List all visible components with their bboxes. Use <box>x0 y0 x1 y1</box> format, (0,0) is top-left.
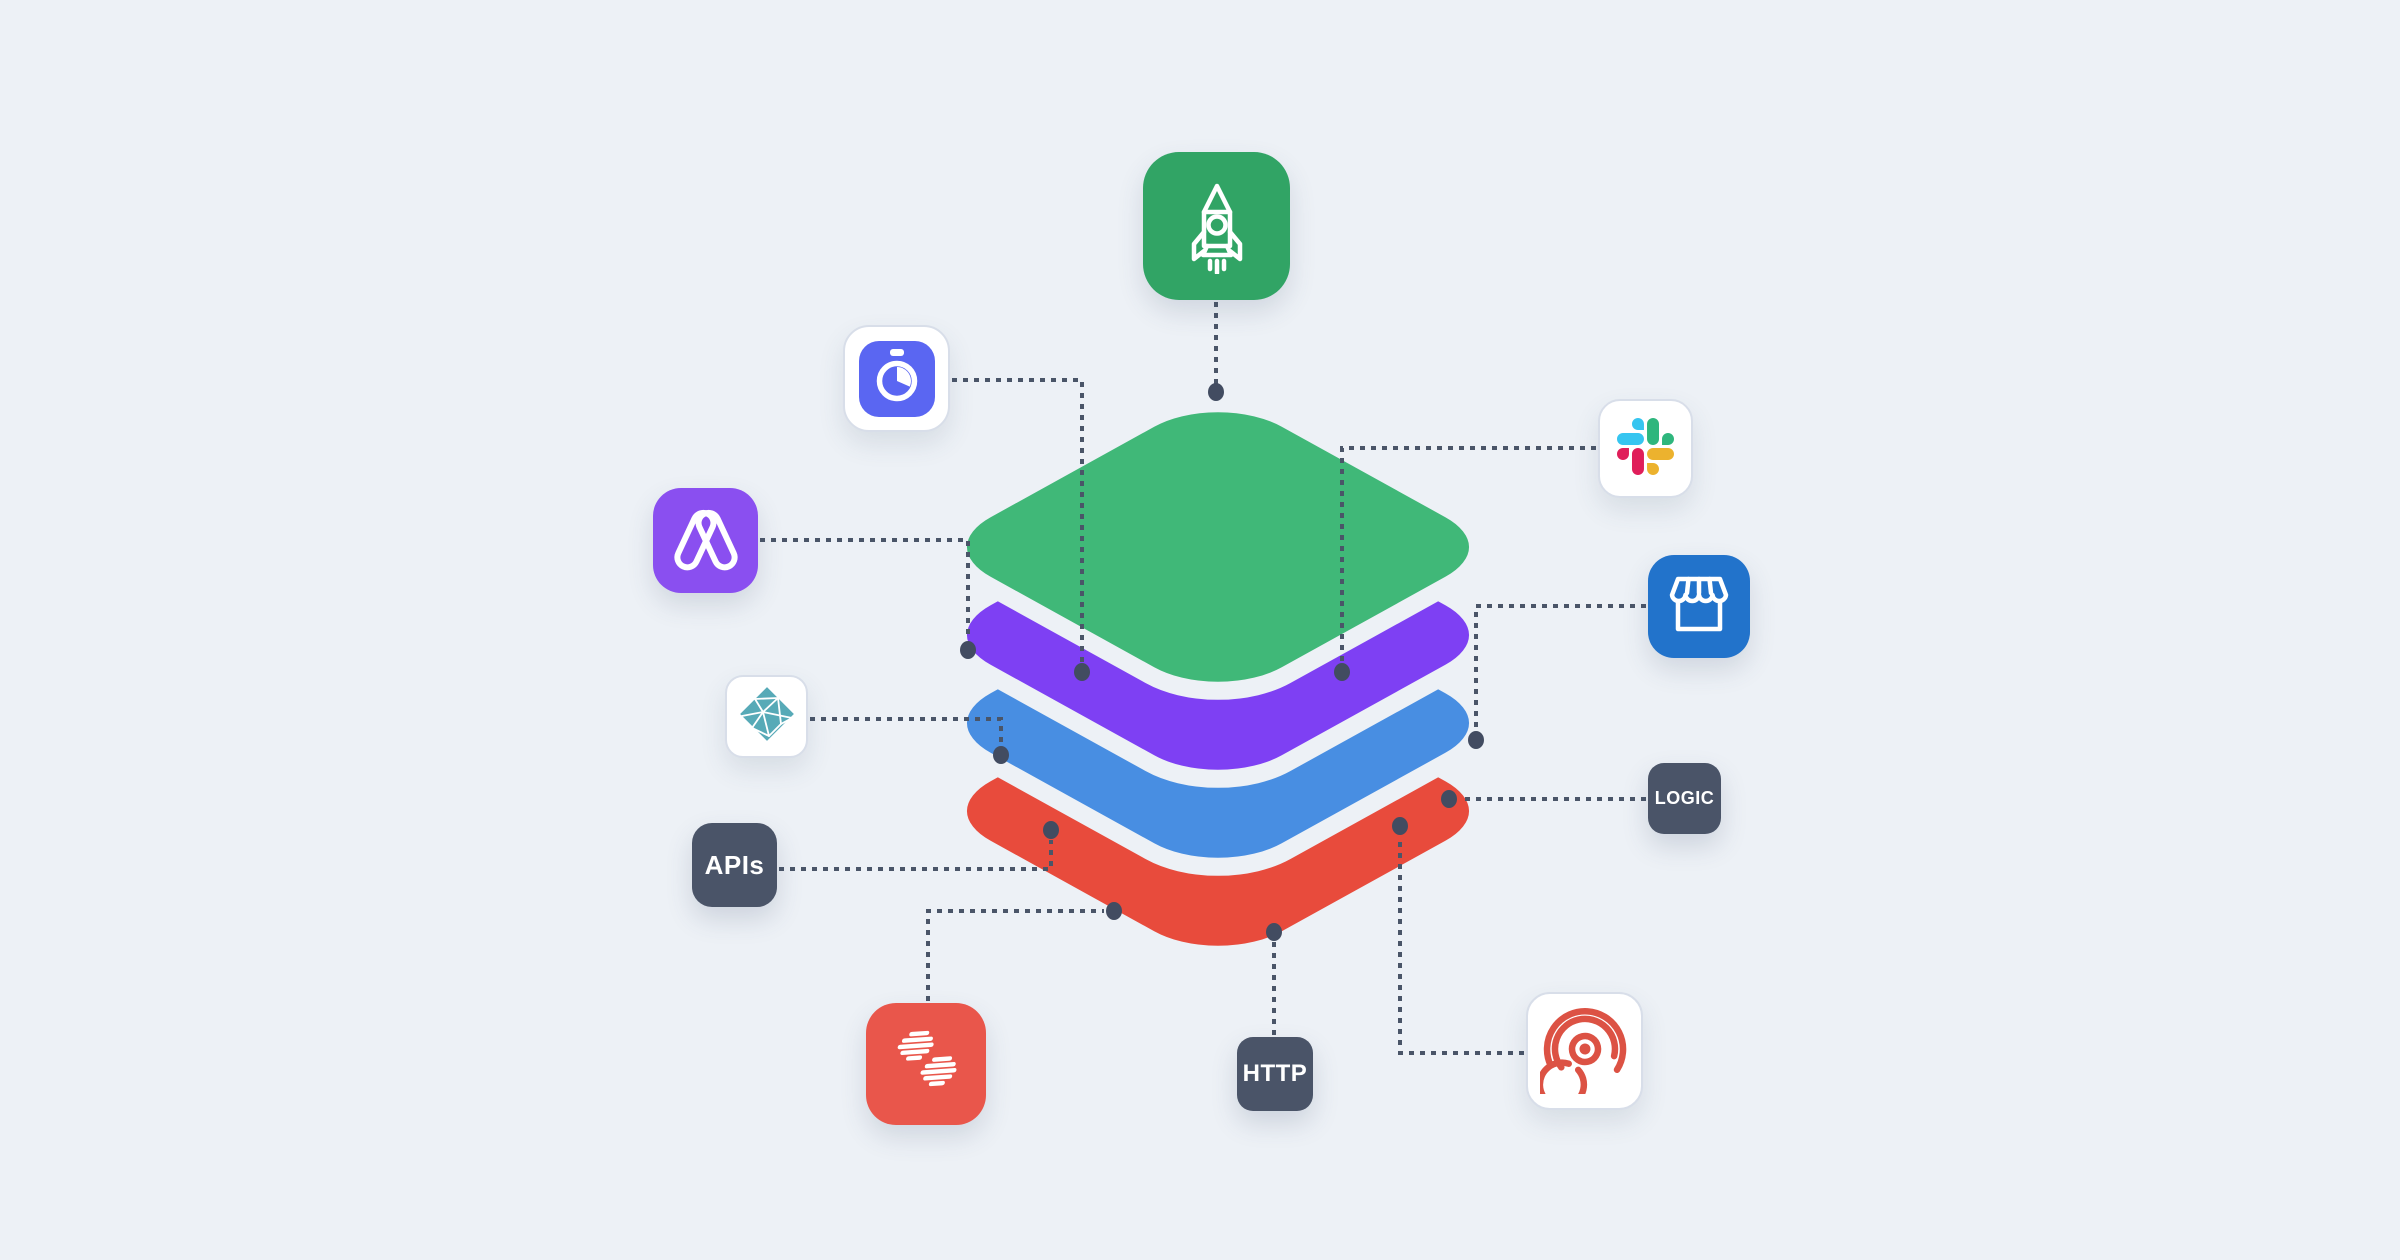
monogram-a-node <box>653 488 758 593</box>
striped-s-icon <box>882 1020 970 1109</box>
connector-netlify <box>810 717 1003 745</box>
netlify-node <box>725 675 808 758</box>
apis-badge-label: APIs <box>704 849 765 880</box>
logic-badge: LOGIC <box>1648 763 1721 834</box>
dot-logic <box>1441 790 1457 808</box>
rocket-icon <box>1179 174 1255 279</box>
dot-timer <box>1074 663 1090 681</box>
slack-icon <box>1617 417 1674 480</box>
stopwatch-icon <box>872 348 922 409</box>
connector-slack <box>1340 446 1596 662</box>
rocket-node <box>1143 152 1290 300</box>
http-badge: HTTP <box>1237 1037 1313 1111</box>
connector-storefront <box>1474 604 1646 730</box>
dot-monogram-a <box>960 641 976 659</box>
stack-layers <box>918 381 1518 977</box>
connector-ripple <box>1398 836 1524 1055</box>
storefront-node <box>1648 555 1750 658</box>
timer-node <box>843 325 950 432</box>
dot-apis <box>1043 821 1059 839</box>
dot-slack <box>1334 663 1350 681</box>
slack-node <box>1598 399 1693 498</box>
connectors <box>760 302 1646 1055</box>
apis-badge: APIs <box>692 823 777 907</box>
a-monogram-icon <box>667 499 745 582</box>
stack-layer-green <box>918 381 1518 713</box>
dot-http <box>1266 923 1282 941</box>
connector-monogram-a <box>760 538 970 640</box>
dot-netlify <box>993 746 1009 764</box>
dot-storefront <box>1468 731 1484 749</box>
dot-rocket <box>1208 383 1224 401</box>
shattered-diamond-icon <box>739 686 795 747</box>
dot-stripes <box>1106 902 1122 920</box>
storefront-icon <box>1667 575 1731 638</box>
stripes-node <box>866 1003 986 1125</box>
logic-badge-label: LOGIC <box>1654 788 1715 808</box>
concentric-arcs-icon <box>1536 1004 1630 1110</box>
dot-ripple <box>1392 817 1408 835</box>
connector-apis <box>779 840 1053 871</box>
ripple-node <box>1526 992 1643 1110</box>
http-badge-label: HTTP <box>1242 1060 1308 1087</box>
connector-stripes <box>926 909 1104 1001</box>
connector-dots <box>960 383 1484 941</box>
timer-tile <box>858 340 935 417</box>
